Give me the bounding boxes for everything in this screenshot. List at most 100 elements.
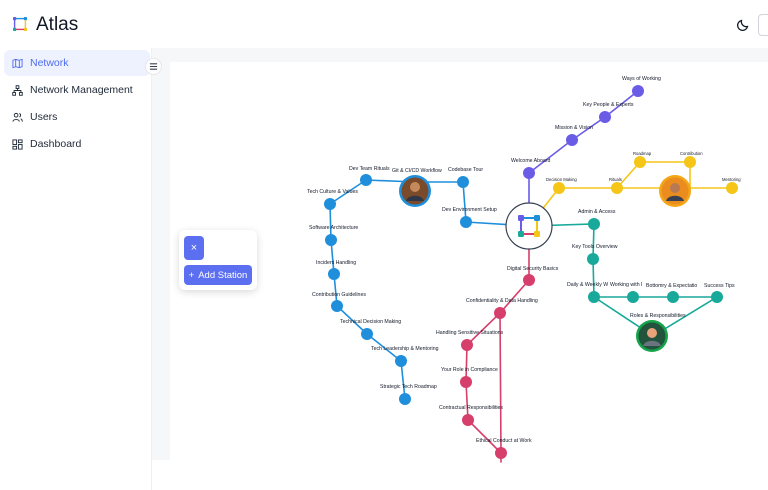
station-label: Dev Environment Setup [442,207,497,213]
station-key-tools[interactable] [587,253,599,265]
station-label: Ways of Working [622,76,661,82]
sidebar-item-label: Dashboard [30,138,82,150]
top-bar: Atlas [0,0,768,48]
users-icon [12,112,23,122]
station-label: Software Architecture [309,225,358,231]
station-label: Handling Sensitive Situations [436,330,504,336]
station-contribution[interactable] [684,156,696,168]
station-label: Bottomry & Expectatio [646,283,697,289]
station-label: Digital Security Basics [507,266,559,272]
pink-line [499,312,502,454]
station-ways[interactable] [632,85,644,97]
station-incident[interactable] [328,268,340,280]
station-actions-panel: × + Add Station [179,230,257,290]
stations [324,85,738,459]
atlas-logo-icon [13,17,27,31]
station-label: Tech Leadership & Mentoring [371,346,439,352]
station-dev-env[interactable] [460,216,472,228]
station-ethical[interactable] [495,447,507,459]
sidebar-item-users[interactable]: Users [4,104,150,130]
station-mentoring[interactable] [726,182,738,194]
avatar[interactable] [399,175,431,207]
station-codebase-tour[interactable] [457,176,469,188]
station-decision-making[interactable] [553,182,565,194]
sidebar-item-network[interactable]: Network [4,50,150,76]
station-label: Contribution [680,151,703,156]
plus-icon: + [188,269,195,281]
station-contractual[interactable] [462,414,474,426]
close-icon: × [190,242,198,254]
sidebar-item-dashboard[interactable]: Dashboard [4,131,150,157]
station-label: Roles & Responsibilities [630,313,686,319]
yellow-line [528,161,733,227]
station-label: Mentoring [722,177,741,182]
station-label: Tech Culture & Values [307,189,358,195]
station-label: Technical Decision Making [340,319,401,325]
station-software-arch[interactable] [325,234,337,246]
sidebar-item-label: Network Management [30,84,133,96]
station-dev-team-rituals[interactable] [360,174,372,186]
user-menu-button[interactable] [758,14,768,36]
station-label: Key People & Experts [583,102,634,108]
station-mission[interactable] [566,134,578,146]
station-tech-decision[interactable] [361,328,373,340]
station-strategic[interactable] [399,393,411,405]
atlas-hub-icon [518,215,540,237]
close-panel-button[interactable]: × [184,236,204,260]
network-canvas[interactable] [170,62,768,460]
station-label: Admin & Access [578,209,616,215]
station-label: Confidentiality & Data Handling [466,298,538,304]
station-label: Dev Team Rituals [349,166,390,172]
station-label: Welcome Aboard [511,158,551,164]
dashboard-icon [12,138,23,150]
station-sensitive[interactable] [461,339,473,351]
station-security[interactable] [523,274,535,286]
map-icon [12,58,23,68]
station-label: Contractual Responsibilities [439,405,503,411]
station-admin[interactable] [588,218,600,230]
station-tech-culture[interactable] [324,198,336,210]
station-label: Your Role in Compliance [441,367,498,373]
station-label: Mission & Vision [555,125,593,131]
station-compliance[interactable] [460,376,472,388]
station-rituals[interactable] [611,182,623,194]
hub-station[interactable] [505,202,553,250]
station-label: Contribution Guidelines [312,292,366,298]
teal-line [528,223,720,337]
station-label: Roadmap [633,151,652,156]
station-tech-leadership[interactable] [395,355,407,367]
network-icon [12,84,23,96]
sidebar-toggle-button[interactable] [145,58,162,75]
station-label: Incident Handling [316,260,356,266]
station-welcome[interactable] [523,167,535,179]
moon-icon[interactable] [736,16,752,32]
sidebar-item-network-management[interactable]: Network Management [4,77,150,103]
station-roadmap[interactable] [634,156,646,168]
station-contribution-guidelines[interactable] [331,300,343,312]
station-success[interactable] [711,291,723,303]
station-label: Ethical Conduct at Work [476,438,532,444]
station-label: Strategic Tech Roadmap [380,384,437,390]
sidebar-item-label: Users [30,111,58,123]
station-bottomry[interactable] [667,291,679,303]
sidebar: Network Network Management Users Dashboa… [0,48,152,490]
station-label: Key Tools Overview [572,244,618,250]
avatar[interactable] [659,175,691,207]
add-station-button[interactable]: + Add Station [184,265,252,285]
app-title: Atlas [36,14,79,35]
add-station-label: Add Station [198,269,248,281]
pink-line [465,225,530,463]
station-label: Daily & Weekly W [567,282,608,288]
station-label: Git & CI/CD Workflow [392,168,442,174]
station-label: Rituals [609,177,622,182]
station-key-people[interactable] [599,111,611,123]
station-label: Codebase Tour [448,167,483,173]
station-working-with[interactable] [627,291,639,303]
station-label: Working with I [610,282,642,288]
station-daily[interactable] [588,291,600,303]
avatar[interactable] [636,320,668,352]
station-confidentiality[interactable] [494,307,506,319]
menu-icon [149,63,158,70]
station-label: Decision Making [546,177,577,182]
